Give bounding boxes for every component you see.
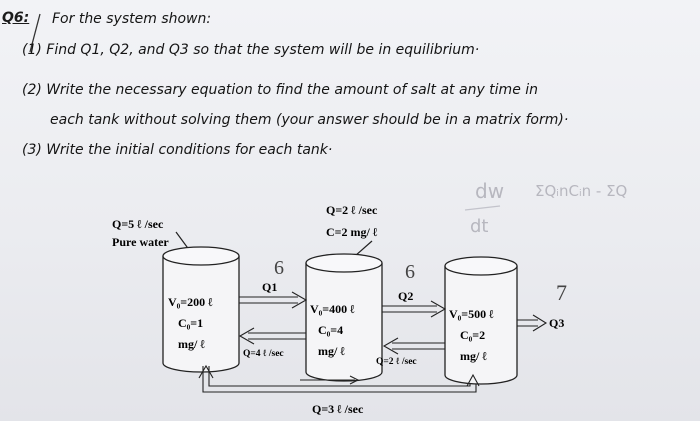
backflow-1-rate: Q=4 ℓ /sec bbox=[243, 349, 284, 359]
question-part-3: (3) Write the initial conditions for eac… bbox=[22, 142, 333, 158]
handwritten-q3-value: 7 bbox=[556, 280, 567, 305]
question-part-2-line-2: each tank without solving them (your ans… bbox=[50, 112, 569, 128]
tank-3-volume: V₀=500 ℓ bbox=[449, 307, 494, 321]
q3-label: Q3 bbox=[549, 316, 564, 330]
tank-2-volume: V₀=400 ℓ bbox=[310, 302, 355, 316]
question-part-1: (1) Find Q1, Q2, and Q3 so that the syst… bbox=[22, 42, 480, 58]
tank-3-concentration: C₀=2 bbox=[460, 328, 485, 342]
faint-note-dt: dt bbox=[470, 216, 488, 237]
tank-1-volume: V₀=200 ℓ bbox=[168, 295, 213, 309]
handwritten-q2-value: 6 bbox=[405, 261, 415, 283]
backflow-1-pipe bbox=[238, 327, 306, 345]
q3-pipe bbox=[517, 314, 548, 332]
question-label: Q6: bbox=[2, 10, 30, 26]
inflow-mid-conc: C=2 mg/ ℓ bbox=[326, 225, 378, 239]
bottom-return-pipe bbox=[198, 364, 480, 393]
q2-pipe bbox=[382, 300, 447, 318]
tank-1-concentration: C₀=1 bbox=[178, 316, 203, 330]
tank-1 bbox=[162, 246, 240, 373]
question-part-2-line-1: (2) Write the necessary equation to find… bbox=[22, 82, 539, 98]
faint-fraction-bar bbox=[464, 205, 501, 211]
faint-note-sum: ΣQᵢnCᵢn - ΣQ bbox=[535, 182, 627, 200]
q2-label: Q2 bbox=[398, 289, 413, 303]
tank-3 bbox=[444, 256, 518, 385]
tank-2-concentration: C₀=4 bbox=[318, 323, 343, 337]
tank-2-unit: mg/ ℓ bbox=[318, 344, 345, 358]
handwritten-q1-value: 6 bbox=[274, 257, 284, 279]
faint-note-dw: dw bbox=[475, 179, 504, 203]
q1-pipe bbox=[239, 291, 308, 309]
tank-3-unit: mg/ ℓ bbox=[460, 349, 487, 363]
backflow-2-pipe bbox=[382, 337, 445, 355]
inflow-left-rate: Q=5 ℓ /sec bbox=[112, 217, 164, 231]
tank-2 bbox=[305, 253, 383, 382]
bottom-flow-rate: Q=3 ℓ /sec bbox=[312, 402, 364, 416]
inflow-mid-rate: Q=2 ℓ /sec bbox=[326, 203, 378, 217]
question-intro: For the system shown: bbox=[52, 11, 212, 27]
tank-1-unit: mg/ ℓ bbox=[178, 337, 205, 351]
q1-label: Q1 bbox=[262, 280, 277, 294]
backflow-2-rate: Q=2 ℓ /sec bbox=[376, 357, 417, 367]
check-mark-icon bbox=[29, 13, 41, 53]
inflow-left-desc: Pure water bbox=[112, 235, 169, 249]
